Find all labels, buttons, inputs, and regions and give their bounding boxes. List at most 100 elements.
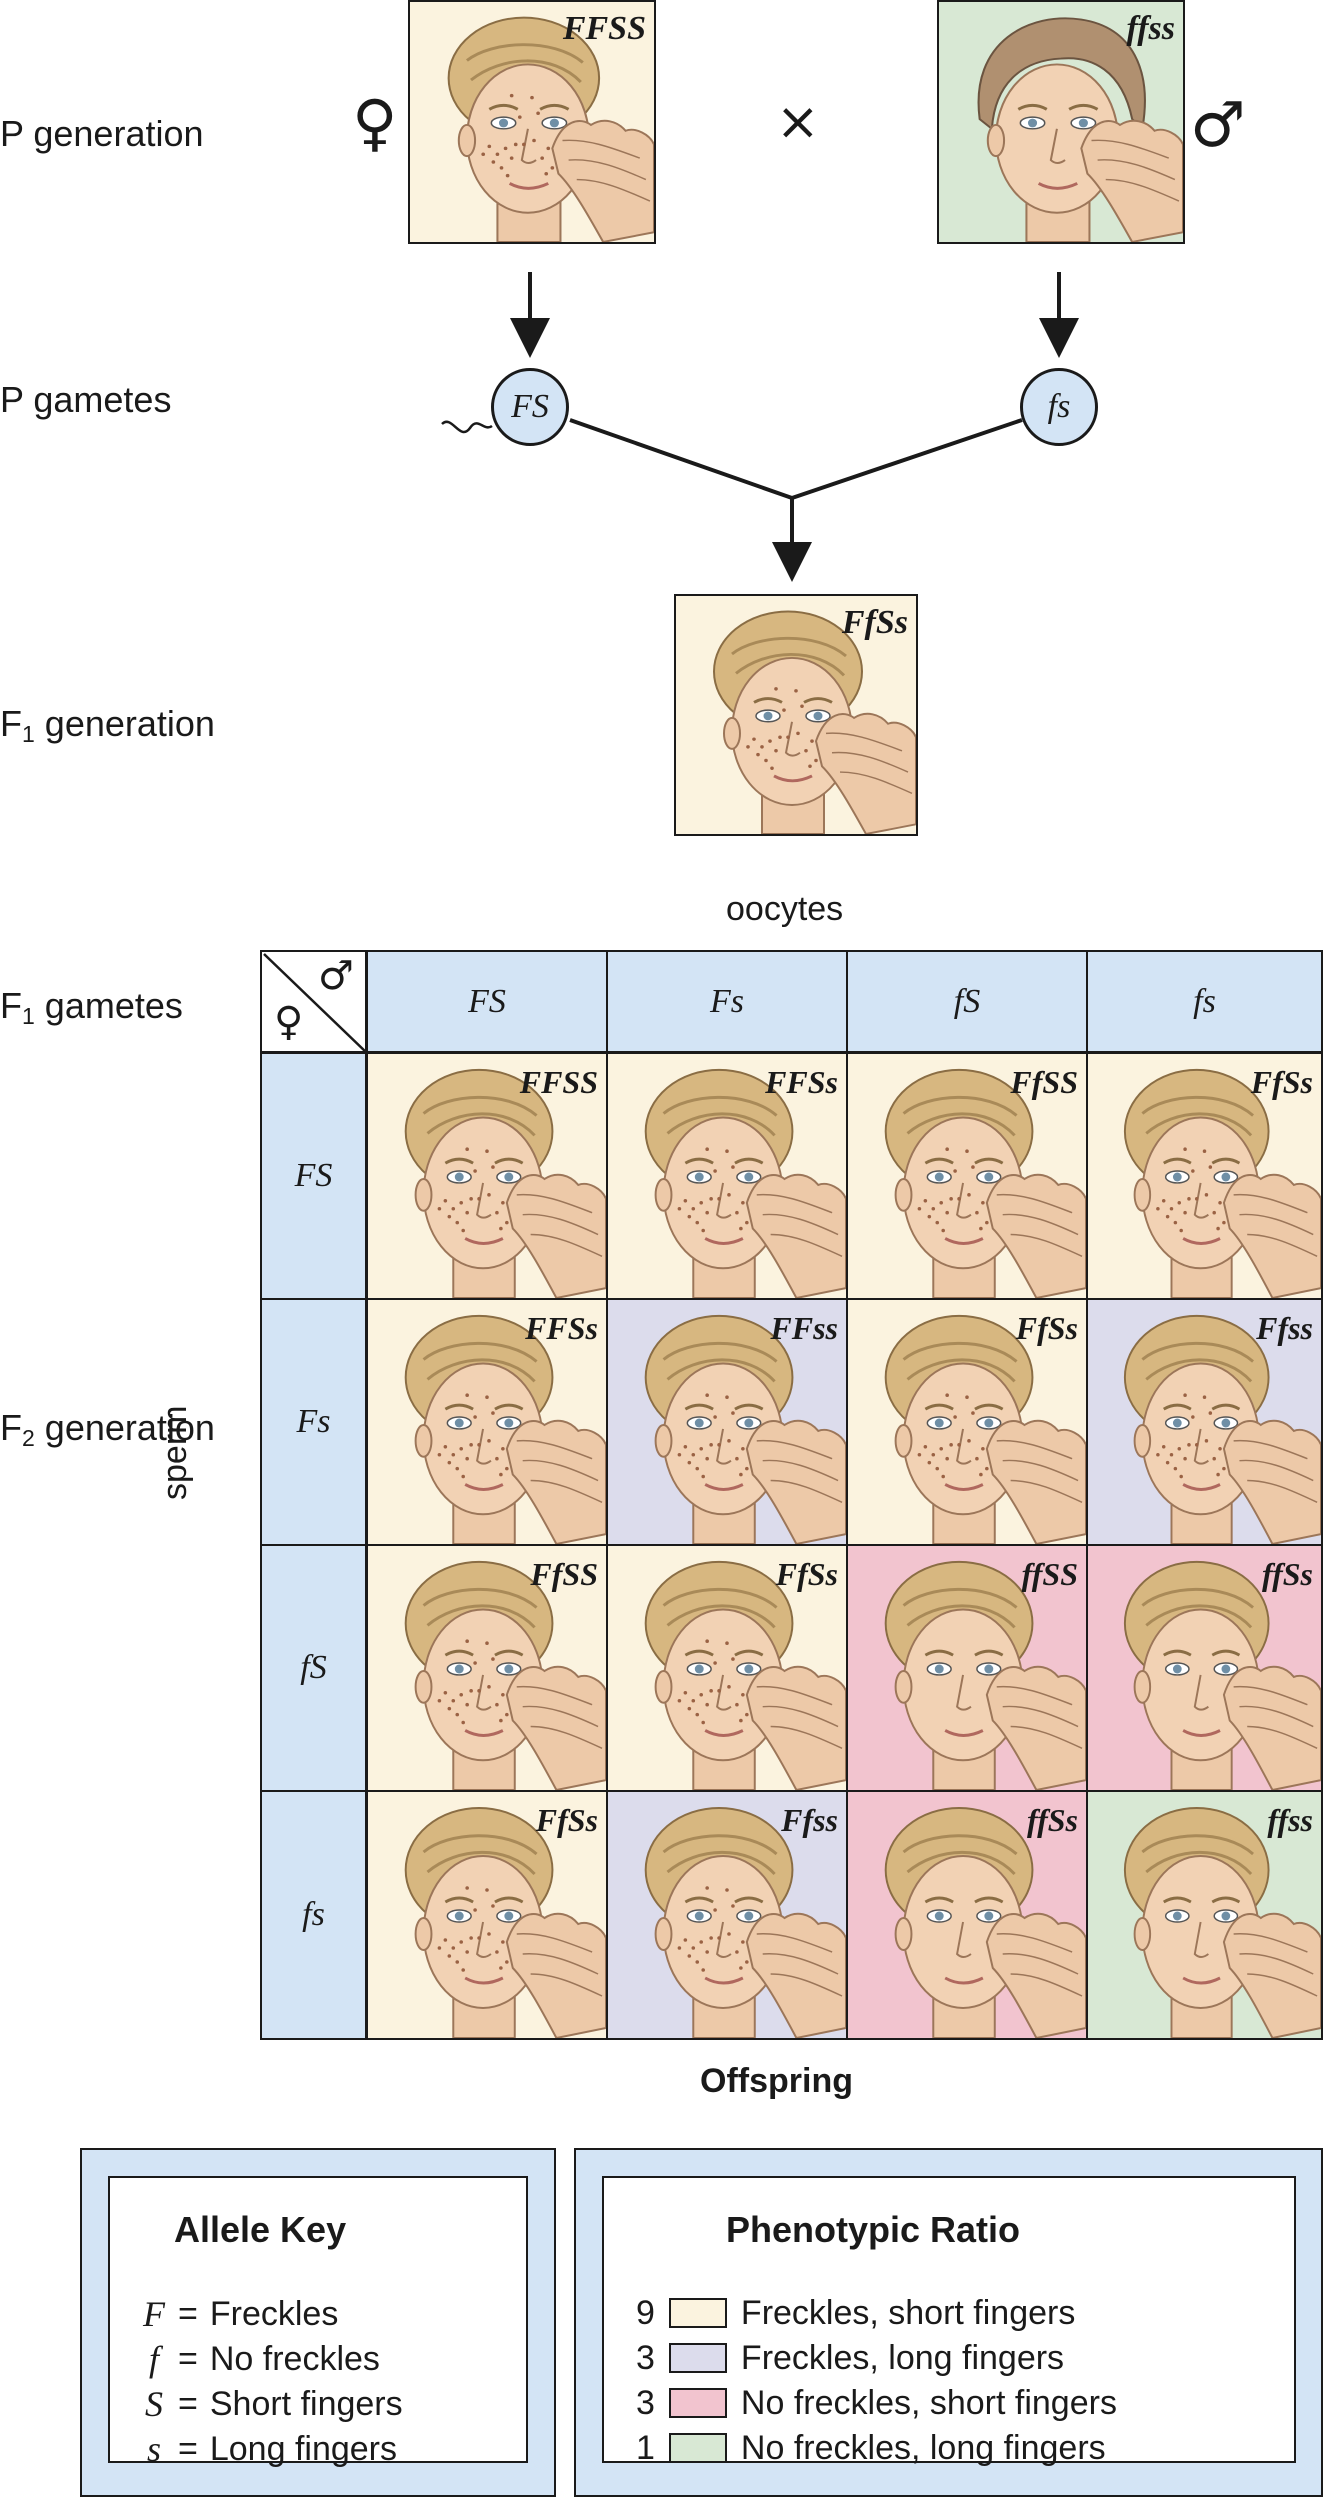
ratio-label: No freckles, short fingers xyxy=(740,2384,1117,2422)
face-illustration xyxy=(884,1068,1086,1298)
face-illustration xyxy=(404,1807,606,2038)
allele-meaning: Long fingers xyxy=(209,2430,397,2468)
fusion-line-left xyxy=(569,418,793,500)
allele-meaning: No freckles xyxy=(209,2340,380,2378)
offspring-cell: FfSs xyxy=(608,1546,848,1792)
face-illustration xyxy=(884,1807,1086,2038)
male-parent-portrait: ffss xyxy=(937,0,1185,244)
fusion-line-right xyxy=(791,418,1023,500)
offspring-cell: ffss xyxy=(1088,1792,1323,2040)
offspring-genotype: FFSs xyxy=(525,1310,598,1346)
column-header-label: fS xyxy=(953,982,981,1020)
ratio-color-swatch xyxy=(668,2433,727,2463)
allele-symbol: S xyxy=(145,2384,163,2424)
row-header-3: fS xyxy=(260,1546,368,1792)
column-header-label: fs xyxy=(1193,982,1216,1020)
face-illustration xyxy=(1123,1807,1321,2038)
row-header-2: Fs xyxy=(260,1300,368,1546)
face-illustration xyxy=(644,1314,846,1544)
allele-meaning: Freckles xyxy=(209,2295,339,2333)
ratio-color-swatch xyxy=(668,2298,727,2328)
ratio-label: Freckles, short fingers xyxy=(740,2294,1076,2332)
allele-key-row: f=No freckles xyxy=(138,2341,380,2377)
offspring-label: Offspring xyxy=(700,2062,853,2100)
offspring-cell: FfSS xyxy=(848,1054,1088,1300)
column-header-label: Fs xyxy=(710,982,744,1020)
female-parent-portrait: FFSS xyxy=(408,0,656,244)
ratio-row: 9 Freckles, short fingers xyxy=(636,2296,1075,2330)
ratio-count: 1 xyxy=(636,2429,655,2467)
cross-connectors xyxy=(441,272,1079,582)
label-f1-gametes: F1 gametes xyxy=(0,985,183,1029)
face-illustration xyxy=(644,1560,846,1790)
column-header-3: fS xyxy=(848,950,1088,1054)
face-illustration xyxy=(884,1560,1086,1790)
offspring-genotype: FfSS xyxy=(1010,1064,1078,1100)
ratio-label: No freckles, long fingers xyxy=(740,2429,1106,2467)
offspring-genotype: FfSs xyxy=(535,1802,598,1838)
label-p-gametes: P gametes xyxy=(0,379,172,420)
offspring-genotype: FfSS xyxy=(530,1556,598,1592)
ratio-count: 3 xyxy=(636,2339,655,2377)
phenotypic-ratio-title: Phenotypic Ratio xyxy=(726,2209,1021,2250)
corner-female-icon: ♀ xyxy=(274,999,304,1045)
offspring-cell: ffSS xyxy=(848,1546,1088,1792)
label-p-generation: P generation xyxy=(0,113,204,154)
offspring-cell: FfSs xyxy=(1088,1054,1323,1300)
allele-key-row: S=Short fingers xyxy=(138,2386,403,2422)
offspring-genotype: FfSs xyxy=(1250,1064,1313,1100)
male-parent-genotype: ffss xyxy=(1126,10,1176,47)
face-illustration xyxy=(404,1068,606,1298)
equals-sign: = xyxy=(178,2385,198,2423)
offspring-cell: FfSs xyxy=(368,1792,608,2040)
face-illustration xyxy=(644,1807,846,2038)
female-gamete-circle: FS xyxy=(491,368,569,446)
allele-key-row: s=Long fingers xyxy=(138,2431,397,2467)
row-header-label: Fs xyxy=(296,1403,331,1440)
offspring-genotype: FfSs xyxy=(1015,1310,1078,1346)
male-gamete-circle: fs xyxy=(1020,368,1098,446)
face-illustration xyxy=(644,1068,846,1298)
ratio-label: Freckles, long fingers xyxy=(740,2339,1065,2377)
phenotypic-ratio-box: Phenotypic Ratio 9 Freckles, short finger… xyxy=(574,2148,1323,2497)
allele-symbol: s xyxy=(146,2429,161,2469)
allele-key-row: F=Freckles xyxy=(138,2296,338,2332)
offspring-cell: Ffss xyxy=(1088,1300,1323,1546)
corner-male-icon: ♂ xyxy=(318,953,354,999)
label-f1-generation: F1 generation xyxy=(0,703,215,747)
face-illustration xyxy=(404,1560,606,1790)
face-illustration xyxy=(447,16,654,242)
ratio-count: 9 xyxy=(636,2294,655,2332)
column-header-4: fs xyxy=(1088,950,1323,1054)
ratio-row: 1 No freckles, long fingers xyxy=(636,2431,1106,2465)
offspring-cell: FfSs xyxy=(848,1300,1088,1546)
offspring-cell: ffSs xyxy=(848,1792,1088,2040)
offspring-genotype: FfSs xyxy=(775,1556,838,1592)
male-symbol: ♂ xyxy=(1190,88,1246,161)
female-symbol: ♀ xyxy=(352,86,398,159)
offspring-cell: Ffss xyxy=(608,1792,848,2040)
face-illustration xyxy=(977,17,1183,242)
female-parent-genotype: FFSS xyxy=(562,10,646,47)
sperm-tail-icon xyxy=(441,420,493,434)
equals-sign: = xyxy=(178,2295,198,2333)
column-header-1: FS xyxy=(368,950,608,1054)
row-header-1: FS xyxy=(260,1054,368,1300)
ratio-count: 3 xyxy=(636,2384,655,2422)
offspring-cell: ffSs xyxy=(1088,1546,1323,1792)
oocytes-label: oocytes xyxy=(726,890,844,928)
offspring-genotype: FFSS xyxy=(519,1064,598,1100)
face-illustration xyxy=(884,1314,1086,1544)
offspring-genotype: Ffss xyxy=(1256,1310,1313,1346)
ratio-color-swatch xyxy=(668,2388,727,2418)
offspring-genotype: ffSS xyxy=(1021,1556,1078,1592)
row-header-4: fs xyxy=(260,1792,368,2040)
f1-genotype: FfSs xyxy=(841,604,908,641)
allele-key-title: Allele Key xyxy=(174,2209,347,2250)
offspring-genotype: Ffss xyxy=(781,1802,838,1838)
offspring-cell: FfSS xyxy=(368,1546,608,1792)
offspring-genotype: ffss xyxy=(1267,1802,1313,1838)
offspring-cell: FFSs xyxy=(608,1054,848,1300)
